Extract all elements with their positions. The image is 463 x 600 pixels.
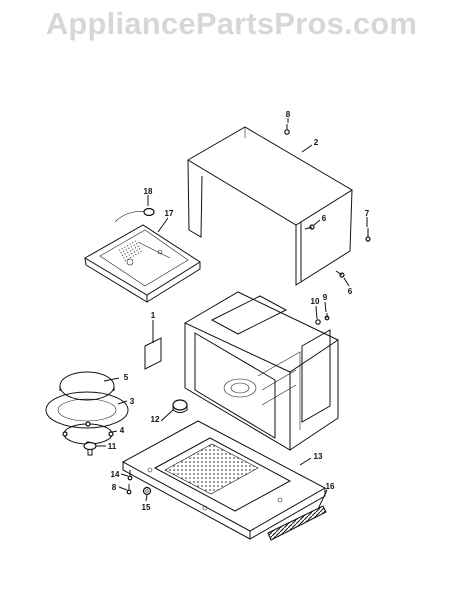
callout-1: 1 <box>151 311 156 320</box>
callout-18: 18 <box>144 187 153 196</box>
callout-17: 17 <box>165 209 174 218</box>
callout-6-upper: 6 <box>322 214 327 223</box>
callout-8-top: 8 <box>286 110 291 119</box>
screw-9 <box>324 313 330 321</box>
grill-rack-5 <box>59 371 115 401</box>
screw-10 <box>315 319 321 325</box>
callout-15: 15 <box>142 503 151 512</box>
base-plate-13 <box>121 420 327 540</box>
foot-screw-14 <box>127 470 133 481</box>
callout-14: 14 <box>111 470 120 479</box>
callout-4: 4 <box>120 426 125 435</box>
callout-6-lower: 6 <box>348 287 353 296</box>
callout-2: 2 <box>314 138 319 147</box>
coupler-11 <box>83 441 97 456</box>
callout-16: 16 <box>326 482 335 491</box>
oven-cavity-chassis <box>183 291 340 451</box>
screw-8-lower <box>126 484 132 495</box>
foot-15 <box>142 486 152 496</box>
callout-3: 3 <box>130 397 135 406</box>
callout-8-lower: 8 <box>112 483 117 492</box>
cover-plate-1 <box>144 337 162 370</box>
callout-11: 11 <box>108 442 117 451</box>
top-mounting-plate <box>84 224 201 303</box>
callout-10: 10 <box>311 297 320 306</box>
callout-13: 13 <box>314 452 323 461</box>
screw-6-upper <box>304 224 315 230</box>
callout-7: 7 <box>365 209 370 218</box>
screw-8-top <box>284 124 290 135</box>
light-sensor-18 <box>114 207 155 223</box>
callout-5: 5 <box>124 373 129 382</box>
turntable-glass-3 <box>45 391 129 429</box>
callout-9: 9 <box>323 293 328 302</box>
vent-grille-strip-16 <box>267 505 327 541</box>
watermark-logo-text: AppliancePartsPros.com <box>45 6 418 41</box>
callout-12: 12 <box>151 415 160 424</box>
stirrer-motor-12 <box>172 399 188 413</box>
outer-cabinet-cover <box>187 126 353 286</box>
screw-7 <box>365 228 371 242</box>
screw-6-lower <box>335 270 345 278</box>
leader-lines <box>96 118 368 510</box>
